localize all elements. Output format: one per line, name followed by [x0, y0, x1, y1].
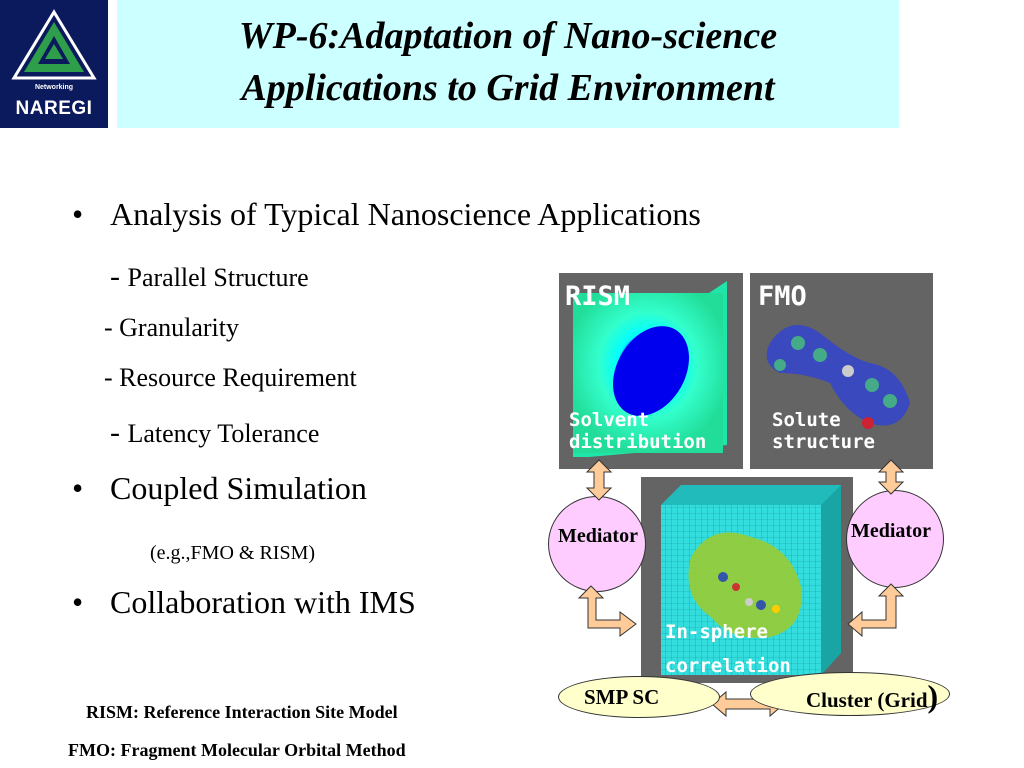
fmo-caption-1: Solute: [772, 409, 841, 431]
mediator-right-label: Mediator: [851, 520, 931, 542]
bullet-dot: •: [72, 470, 84, 506]
arrow-mediator-center-left: [577, 585, 637, 637]
title-line-2: Applications to Grid Environment: [241, 67, 775, 109]
coupled-note: (e.g.,FMO & RISM): [150, 542, 316, 564]
smp-sc-ellipse: [558, 676, 720, 718]
bullet-collaboration-text: Collaboration with IMS: [110, 584, 416, 620]
bullet-analysis: • Analysis of Typical Nanoscience Applica…: [72, 196, 701, 233]
rism-panel: RISM Solvent distribution: [559, 273, 743, 469]
in-sphere-panel: In-sphere correlation: [641, 477, 853, 683]
cluster-ellipse: [750, 672, 950, 716]
in-sphere-caption-2: correlation: [665, 655, 791, 677]
sub-item-latency: - Latency Tolerance: [110, 416, 320, 449]
logo-name: NAREGI: [15, 98, 93, 119]
smp-sc-label: SMP SC: [584, 685, 660, 709]
arrow-mediator-center-right: [847, 583, 905, 638]
bullet-dot: •: [72, 584, 84, 620]
mediator-right-circle: [846, 490, 944, 588]
rism-label: RISM: [565, 281, 631, 312]
cluster-label-text: Cluster (Grid: [806, 688, 928, 712]
cluster-label: Cluster (Grid): [806, 678, 938, 715]
sub-item-resource: - Resource Requirement: [104, 363, 357, 392]
rism-definition: RISM: Reference Interaction Site Model: [86, 702, 398, 722]
arrow-rism-mediator: [585, 459, 613, 501]
in-sphere-grid-image: [661, 485, 841, 675]
bullet-collaboration: • Collaboration with IMS: [72, 584, 416, 621]
rism-caption-1: Solvent: [569, 409, 650, 431]
fmo-definition: FMO: Fragment Molecular Orbital Method: [68, 740, 406, 760]
bullet-coupled-text: Coupled Simulation: [110, 470, 367, 506]
in-sphere-caption-1: In-sphere: [665, 621, 768, 643]
fmo-label: FMO: [758, 281, 807, 312]
logo-networking-text: Networking: [34, 84, 74, 91]
naregi-logo: Networking NAREGI: [0, 0, 108, 128]
sub-item-granularity: - Granularity: [104, 313, 240, 342]
mediator-left-circle: [548, 496, 646, 592]
rism-solvent-image: [573, 281, 727, 457]
logo-triangle-icon: [11, 9, 97, 80]
sub-item-parallel-text: Parallel Structure: [127, 263, 309, 292]
fmo-molecule-image: [766, 325, 910, 429]
bullet-coupled: • Coupled Simulation: [72, 470, 367, 507]
fmo-caption-2: structure: [772, 431, 875, 453]
rism-caption-2: distribution: [569, 431, 707, 453]
title-box: WP-6:Adaptation of Nano-science Applicat…: [117, 0, 899, 128]
mediator-left-label: Mediator: [558, 525, 638, 547]
sub-item-latency-text: Latency Tolerance: [127, 419, 320, 448]
cluster-label-paren: ): [927, 678, 939, 714]
sub-item-parallel: - Parallel Structure: [110, 260, 309, 293]
fmo-panel: FMO Solute structure: [750, 273, 933, 469]
bullet-analysis-text: Analysis of Typical Nanoscience Applicat…: [110, 196, 701, 232]
bullet-dot: •: [72, 196, 84, 232]
title-line-1: WP-6:Adaptation of Nano-science: [238, 15, 778, 57]
arrow-fmo-mediator: [877, 459, 905, 495]
